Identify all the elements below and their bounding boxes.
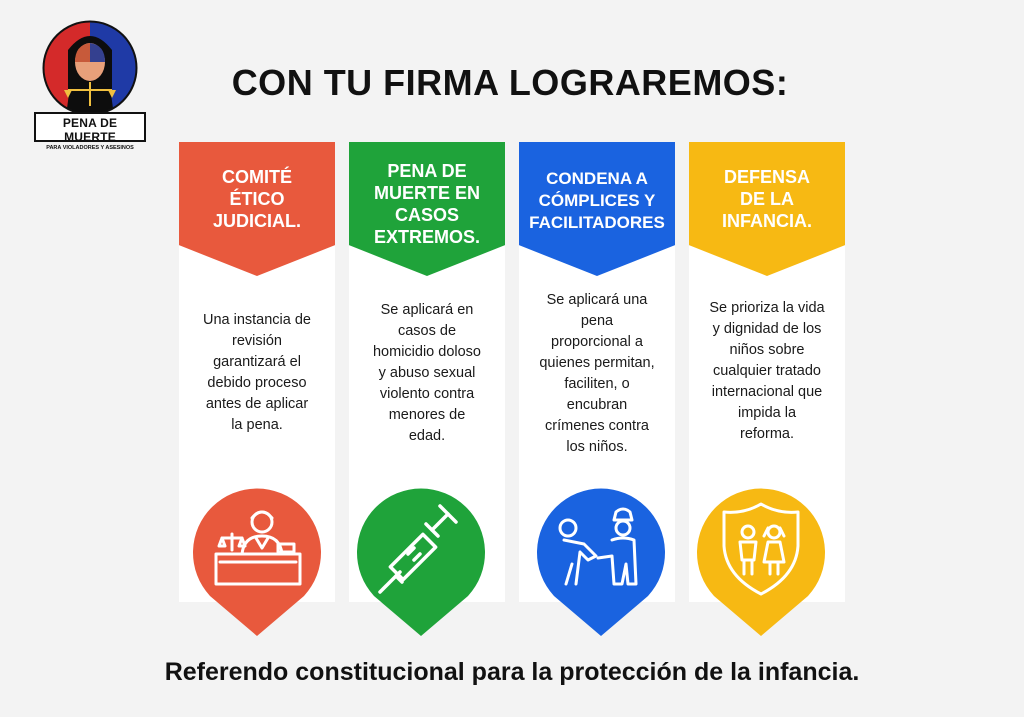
judge-at-desk-icon (192, 484, 322, 638)
children-shield-icon (696, 484, 826, 638)
card-banner: COMITÉ ÉTICO JUDICIAL. (179, 142, 335, 276)
card-banner: CONDENA A CÓMPLICES Y FACILITADORES (519, 142, 675, 276)
card-banner: DEFENSA DE LA INFANCIA. (689, 142, 845, 276)
footer-tagline: Referendo constitucional para la protecc… (164, 658, 860, 686)
card-pena-de-muerte: PENA DE MUERTE EN CASOS EXTREMOS. Se apl… (349, 142, 505, 602)
logo: PENA DE MUERTE PARA VIOLADORES Y ASESINO… (34, 20, 146, 151)
syringe-icon (356, 484, 486, 638)
logo-main-text: PENA DE MUERTE (62, 116, 118, 144)
logo-sub-text: PARA VIOLADORES Y ASESINOS (46, 145, 134, 151)
card-description: Se prioriza la vida y dignidad de los ni… (709, 300, 825, 442)
card-description: Una instancia de revisión garantizará el… (202, 312, 311, 433)
logo-emblem (42, 20, 138, 116)
card-description: Se aplicará una pena proporcional a quie… (539, 292, 655, 455)
card-heading: CONDENA A CÓMPLICES Y FACILITADORES (529, 169, 665, 232)
police-arrest-icon (536, 484, 666, 638)
card-heading: COMITÉ ÉTICO JUDICIAL. (212, 167, 301, 231)
card-heading: PENA DE MUERTE EN CASOS EXTREMOS. (373, 161, 480, 247)
card-heading: DEFENSA DE LA INFANCIA. (722, 167, 812, 231)
logo-label: PENA DE MUERTE PARA VIOLADORES Y ASESINO… (34, 112, 146, 151)
card-description: Se aplicará en casos de homicidio doloso… (372, 302, 481, 444)
page-title: CON TU FIRMA LOGRAREMOS: (231, 62, 789, 103)
card-banner: PENA DE MUERTE EN CASOS EXTREMOS. (349, 142, 505, 276)
